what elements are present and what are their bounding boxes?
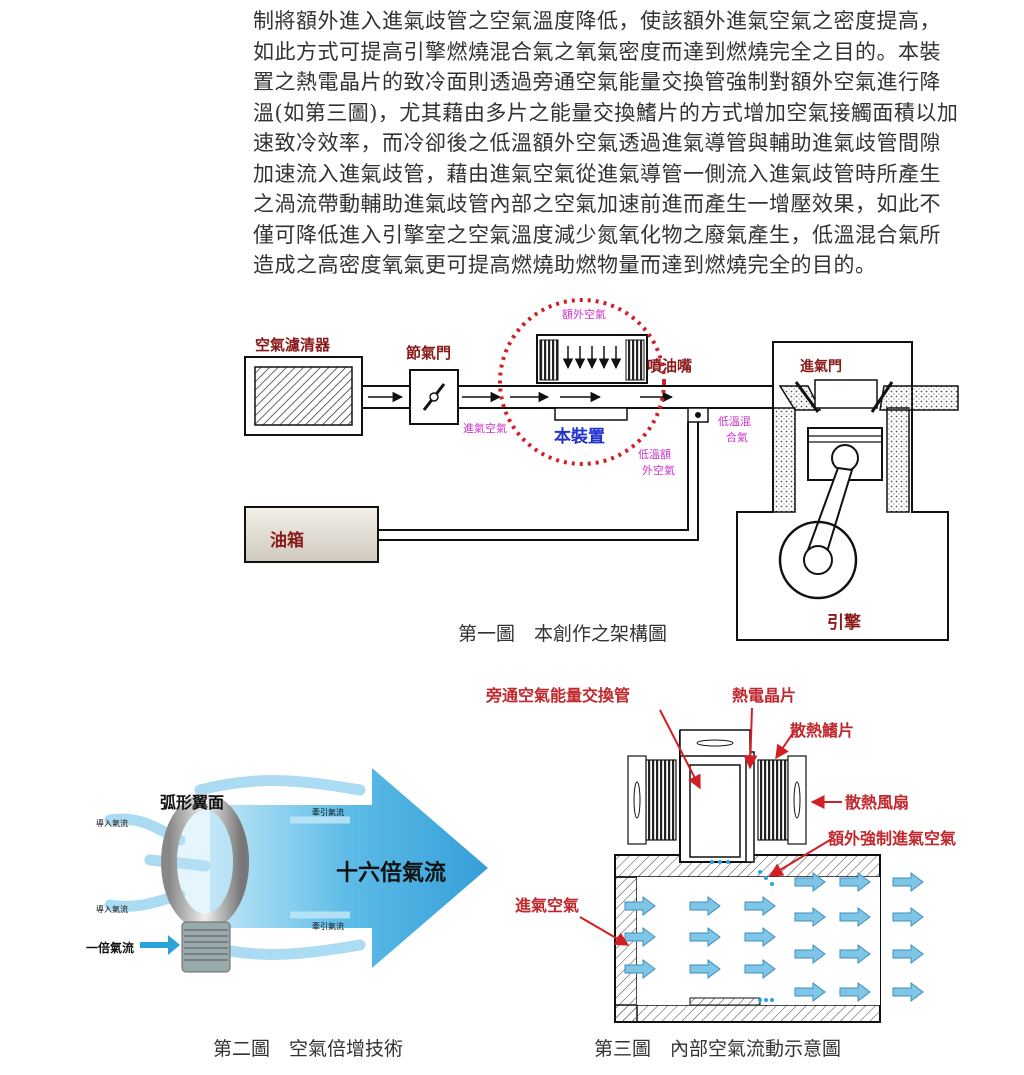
air-filter-element: [254, 366, 353, 426]
label-low-temp-mix-2: 合氣: [726, 430, 748, 444]
label-arc-wing: 弧形翼面: [160, 793, 224, 812]
figure-3: 旁通空氣能量交換管 熱電晶片 散熱鰭片 散熱風扇 額外強制進氣空氣 進氣空氣 第…: [485, 686, 956, 1060]
label-inlet-2: 導入氣流: [96, 904, 128, 914]
heat-fins: [757, 759, 789, 841]
label-air-filter: 空氣濾清器: [255, 336, 331, 354]
label-heat-fins: 散熱鰭片: [790, 721, 854, 740]
paragraph-line: 造成之高密度氧氣更可提高燃燒助燃物量而達到燃燒完全的目的。: [253, 253, 877, 277]
paragraph-line: 制將額外進入進氣歧管之空氣溫度降低，使該額外進氣空氣之密度提高，: [253, 9, 941, 33]
label-thermo-chip: 熱電晶片: [732, 686, 796, 705]
paragraph-line: 置之熱電晶片的致冷面則透過旁通空氣能量交換管強制對額外空氣進行降: [253, 70, 941, 94]
caption-figure-2: 第二圖 空氣倍增技術: [213, 1038, 403, 1060]
label-low-temp-extra-1: 低溫額: [638, 447, 671, 461]
big-flow-arrow: [210, 768, 488, 968]
label-sixteen-x: 十六倍氣流: [336, 860, 446, 886]
label-intake-valve: 進氣門: [800, 358, 842, 375]
label-forced-air: 額外強制進氣空氣: [827, 829, 956, 848]
thermo-chip: [745, 751, 755, 863]
label-intake-air: 進氣空氣: [463, 421, 507, 435]
figure-2: 弧形翼面 導入氣流 導入氣流 牽引氣流 牽引氣流 十六倍氣流 一倍氣流 第二圖 …: [86, 768, 488, 1060]
label-heat-fan: 散熱風扇: [845, 793, 909, 812]
label-fuel-tank: 油箱: [270, 530, 304, 551]
label-bypass-tube: 旁通空氣能量交換管: [485, 686, 630, 705]
paragraph-line: 加速流入進氣歧管，藉由進氣空氣從進氣導管一側流入進氣歧管時所產生: [253, 161, 941, 186]
label-extra-air: 額外空氣: [562, 307, 606, 321]
heat-fan: [787, 755, 807, 845]
label-low-temp-extra-2: 外空氣: [642, 463, 675, 477]
label-low-temp-mix-1: 低溫混: [718, 414, 751, 428]
label-one-x: 一倍氣流: [86, 940, 134, 955]
device-highlight-circle: [498, 298, 666, 466]
label-injector: 噴油嘴: [647, 357, 692, 375]
figure-1: 空氣濾清器 節氣門 額外空氣 進氣空氣 本裝置 噴油嘴: [244, 298, 959, 645]
caption-figure-3: 第三圖 內部空氣流動示意圖: [594, 1038, 841, 1060]
label-engine: 引擎: [827, 612, 862, 633]
paragraph-line: 速致冷效率，而冷卻後之低溫額外空氣透過進氣導管與輔助進氣歧管間隙: [253, 131, 941, 155]
body-paragraph: 制將額外進入進氣歧管之空氣溫度降低，使該額外進氣空氣之密度提高， 如此方式可提高…: [253, 6, 959, 281]
label-intake-air-3: 進氣空氣: [515, 896, 579, 915]
label-traction-2: 牽引氣流: [312, 921, 344, 931]
paragraph-line: 如此方式可提高引擎燃燒混合氣之氧氣密度而達到燃燒完全之目的。本裝: [253, 39, 941, 64]
label-device: 本裝置: [554, 426, 605, 447]
fuel-tank: [244, 506, 379, 563]
label-inlet-1: 導入氣流: [96, 818, 128, 828]
paragraph-line: 僅可降低進入引擎室之空氣溫度減少氮氧化物之廢氣產生，低溫混合氣所: [253, 222, 941, 247]
paragraph-line: 溫(如第三圖)，尤其藉由多片之能量交換鰭片的方式增加空氣接觸面積以加: [253, 100, 959, 125]
caption-figure-1: 第一圖 本創作之架構圖: [458, 623, 667, 645]
paragraph-line: 之渦流帶動輔助進氣歧管內部之空氣加速前進而產生一增壓效果，如此不: [253, 192, 941, 216]
label-throttle: 節氣門: [406, 344, 451, 362]
label-traction-1: 牽引氣流: [312, 807, 344, 817]
